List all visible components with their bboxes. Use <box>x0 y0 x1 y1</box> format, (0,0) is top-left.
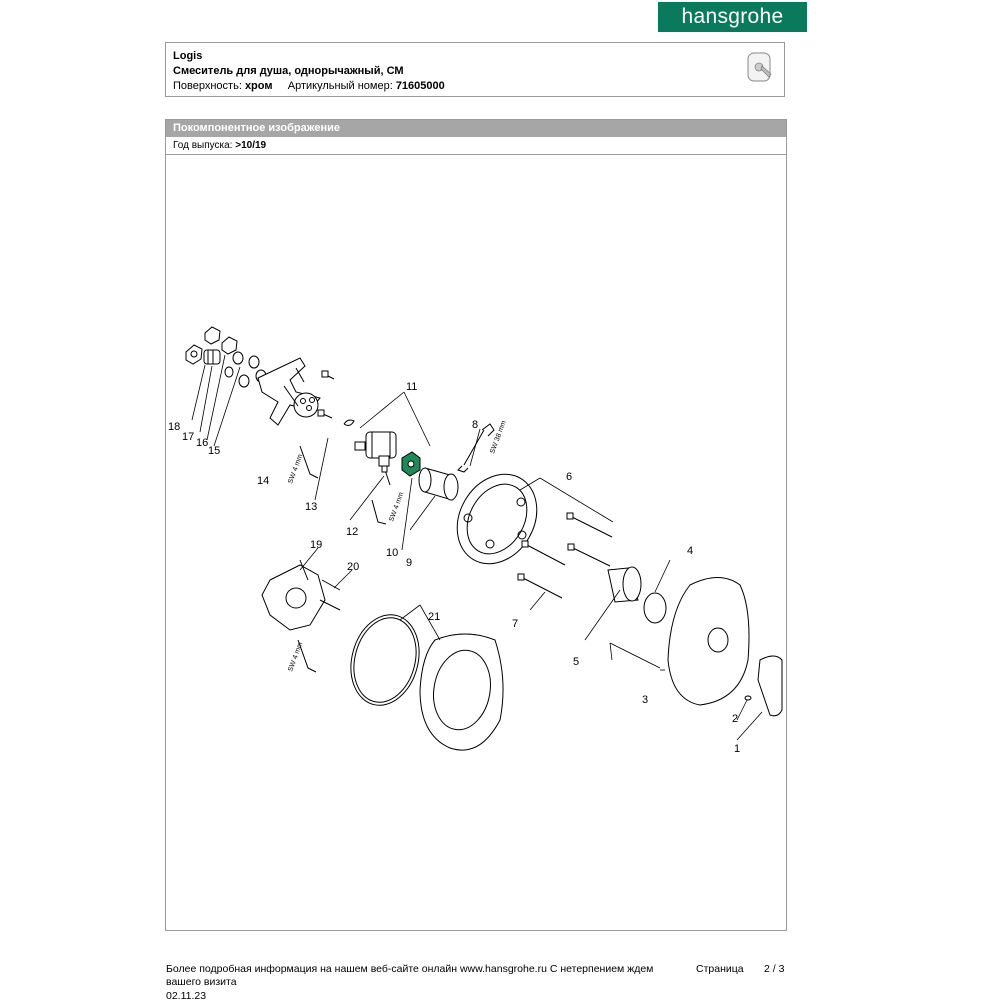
part-19-valve-body <box>261 559 326 631</box>
product-info-box: Logis Смеситель для душа, однорычажный, … <box>165 42 785 97</box>
part-label-15: 15 <box>208 445 220 457</box>
tool-label-hex-key-14: SW 4 mm <box>287 453 304 484</box>
part-13-screws <box>317 370 355 426</box>
year-label: Год выпуска: <box>173 140 233 151</box>
part-8-wrench <box>457 423 495 473</box>
part-label-2: 2 <box>732 713 738 725</box>
part-label-19: 19 <box>310 539 322 551</box>
product-details: Поверхность: хром Артикульный номер: 716… <box>173 80 445 92</box>
part-label-5: 5 <box>573 656 579 668</box>
part-label-21: 21 <box>428 611 440 623</box>
part-label-18: 18 <box>168 421 180 433</box>
part-label-13: 13 <box>305 501 317 513</box>
hex-key-icon <box>297 445 387 673</box>
article-value: 71605000 <box>395 80 445 92</box>
part-label-1: 1 <box>734 743 740 755</box>
footer-info-line: Более подробная информация на нашем веб-… <box>166 963 654 975</box>
part-18-valve-cap <box>185 344 203 365</box>
tool-label-hex-key-19: SW 4 mm <box>287 641 304 672</box>
part-label-16: 16 <box>196 437 208 449</box>
footer-info-line-2: вашего визита <box>166 976 237 988</box>
part-10-highlight-nut <box>401 451 421 477</box>
part-15-o-rings <box>224 351 267 388</box>
part-label-9: 9 <box>406 557 412 569</box>
article-label: Артикульный номер: <box>287 80 393 92</box>
part-label-17: 17 <box>182 431 194 443</box>
part-9-sleeve <box>418 467 459 501</box>
part-21-frame <box>419 633 504 751</box>
part-label-14: 14 <box>257 475 269 487</box>
part-12-screw <box>381 465 391 486</box>
part-20-screws <box>319 579 341 611</box>
part-label-4: 4 <box>687 545 693 557</box>
surface-value: хром <box>244 80 273 92</box>
part-1-lever-handle <box>757 655 783 717</box>
part-label-7: 7 <box>512 618 518 630</box>
leader-lines <box>191 354 763 741</box>
part-label-20: 20 <box>347 561 359 573</box>
part-label-10: 10 <box>386 547 398 559</box>
part-7-long-screws <box>517 512 613 599</box>
valve-body-housing <box>257 357 321 426</box>
part-label-11: 11 <box>406 381 417 393</box>
part-6-mounting-ring <box>456 473 538 565</box>
part-label-12: 12 <box>346 526 358 538</box>
part-21-seal-ring <box>350 614 420 706</box>
hansgrohe-logo: hansgrohe <box>658 2 807 32</box>
page-label: Страница <box>696 963 744 975</box>
part-16-nut <box>204 326 238 355</box>
section-title: Покомпонентное изображение <box>166 120 786 137</box>
tool-label-hex-key-12: SW 4 mm <box>388 491 405 522</box>
footer-date: 02.11.23 <box>166 990 207 1002</box>
product-name: Смеситель для душа, однорычажный, СМ <box>173 65 404 77</box>
product-thumbnail-image <box>747 52 772 82</box>
part-label-6: 6 <box>566 471 572 483</box>
year-value: >10/19 <box>235 140 267 151</box>
part-5-sleeve <box>607 566 642 603</box>
part-label-8: 8 <box>472 419 478 431</box>
part-4-o-ring <box>643 592 667 624</box>
part-17-check-valve <box>203 349 221 365</box>
page-number: 2 / 3 <box>764 963 785 975</box>
production-year-row: Год выпуска: >10/19 <box>166 137 786 155</box>
part-11-cartridge <box>354 431 397 467</box>
exploded-view-section: Покомпонентное изображение Год выпуска: … <box>165 119 787 931</box>
part-label-3: 3 <box>642 694 648 706</box>
tool-label-wrench-8: SW 38 mm <box>489 420 507 455</box>
part-2-grub-screw <box>744 695 752 701</box>
surface-label: Поверхность: <box>173 80 242 92</box>
part-3-cover-plate <box>667 577 750 706</box>
product-line: Logis <box>173 50 203 62</box>
